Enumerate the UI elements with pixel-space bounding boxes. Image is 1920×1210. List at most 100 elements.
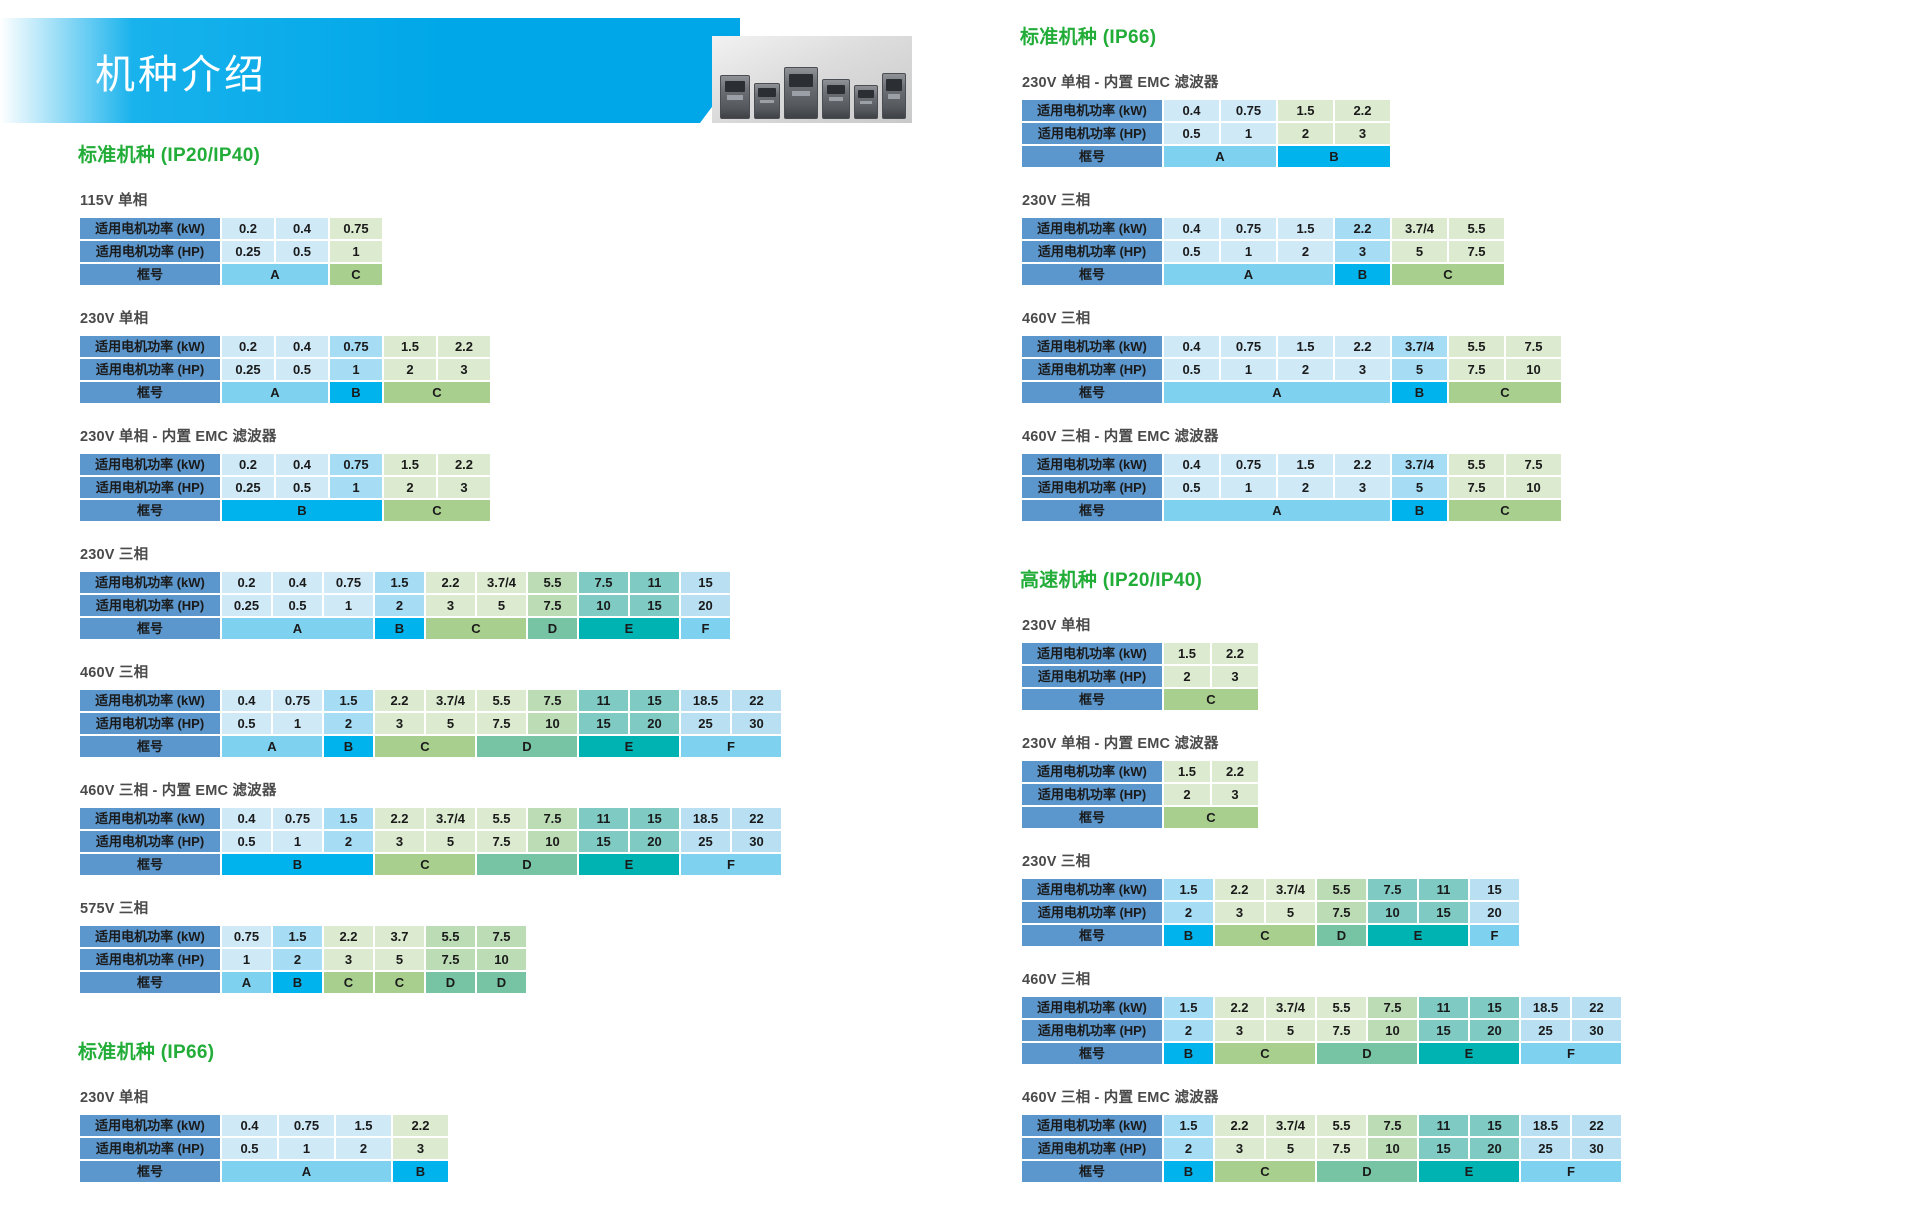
- cell-hp: 5: [1266, 1138, 1315, 1159]
- cell-kw: 0.2: [222, 218, 274, 239]
- cell-kw: 1.5: [1164, 879, 1213, 900]
- cell-kw: 11: [1419, 1115, 1468, 1136]
- cell-hp: 0.25: [222, 241, 274, 262]
- row-label-kw: 适用电机功率 (kW): [80, 336, 220, 357]
- cell-frame: E: [579, 618, 679, 639]
- cell-kw: 0.4: [1164, 336, 1219, 357]
- row-label-hp: 适用电机功率 (HP): [80, 595, 220, 616]
- caption-230v-1phase: 230V 单相: [80, 311, 149, 327]
- cell-kw: 5.5: [1449, 218, 1504, 239]
- cell-hp: 10: [1368, 1020, 1417, 1041]
- cell-hp: 7.5: [1449, 477, 1504, 498]
- row-label-kw: 适用电机功率 (kW): [80, 572, 220, 593]
- cell-hp: 2: [1164, 784, 1210, 805]
- cell-frame: E: [1419, 1043, 1519, 1064]
- cell-hp: 0.25: [222, 595, 271, 616]
- cell-hp: 20: [630, 831, 679, 852]
- cell-hp: 3: [324, 949, 373, 970]
- cell-hp: 10: [528, 831, 577, 852]
- cell-frame: D: [477, 736, 577, 757]
- cell-hp: 1: [273, 713, 322, 734]
- cell-kw: 7.5: [1368, 997, 1417, 1018]
- cell-hp: 2: [324, 831, 373, 852]
- cell-frame: C: [1449, 382, 1561, 403]
- cell-hp: 0.5: [1164, 123, 1219, 144]
- cell-kw: 22: [732, 808, 781, 829]
- cell-kw: 0.2: [222, 454, 274, 475]
- cell-kw: 18.5: [681, 808, 730, 829]
- cell-hp: 3: [1335, 241, 1390, 262]
- caption-575v-3phase: 575V 三相: [80, 901, 149, 917]
- cell-frame: A: [222, 264, 328, 285]
- cell-frame: D: [426, 972, 475, 993]
- cell-kw: 0.4: [1164, 218, 1219, 239]
- cell-kw: 7.5: [477, 926, 526, 947]
- row-label-kw: 适用电机功率 (kW): [80, 690, 220, 711]
- row-label-frame: 框号: [80, 854, 220, 875]
- cell-frame: D: [1317, 1043, 1417, 1064]
- cell-hp: 2: [384, 359, 436, 380]
- row-label-hp: 适用电机功率 (HP): [1022, 784, 1162, 805]
- cell-kw: 0.4: [222, 690, 271, 711]
- cell-hp: 10: [477, 949, 526, 970]
- cell-hp: 2: [384, 477, 436, 498]
- cell-kw: 18.5: [1521, 1115, 1570, 1136]
- cell-hp: 0.5: [222, 713, 271, 734]
- cell-frame: B: [222, 500, 382, 521]
- cell-hp: 20: [630, 713, 679, 734]
- caption-hs-230v-1phase-emc: 230V 单相 - 内置 EMC 滤波器: [1022, 736, 1219, 752]
- cell-frame: B: [273, 972, 322, 993]
- row-label-kw: 适用电机功率 (kW): [80, 808, 220, 829]
- cell-kw: 18.5: [681, 690, 730, 711]
- cell-kw: 1.5: [384, 454, 436, 475]
- cell-hp: 10: [579, 595, 628, 616]
- cell-hp: 20: [681, 595, 730, 616]
- cell-hp: 2: [273, 949, 322, 970]
- cell-frame: D: [477, 972, 526, 993]
- cell-hp: 0.25: [222, 477, 274, 498]
- cell-frame: A: [222, 972, 271, 993]
- cell-hp: 5: [426, 831, 475, 852]
- cell-frame: C: [375, 736, 475, 757]
- cell-kw: 3.7/4: [1392, 336, 1447, 357]
- cell-frame: E: [579, 854, 679, 875]
- row-label-kw: 适用电机功率 (kW): [1022, 336, 1162, 357]
- cell-frame: C: [330, 264, 382, 285]
- cell-hp: 30: [1572, 1138, 1621, 1159]
- cell-frame: B: [1164, 1161, 1213, 1182]
- row-label-kw: 适用电机功率 (kW): [1022, 218, 1162, 239]
- caption-r-460v-3phase-emc: 460V 三相 - 内置 EMC 滤波器: [1022, 429, 1219, 445]
- cell-frame: F: [681, 618, 730, 639]
- cell-hp: 7.5: [426, 949, 475, 970]
- cell-hp: 1: [330, 241, 382, 262]
- cell-kw: 2.2: [1215, 997, 1264, 1018]
- row-label-hp: 适用电机功率 (HP): [1022, 1020, 1162, 1041]
- row-label-frame: 框号: [1022, 807, 1162, 828]
- cell-kw: 15: [1470, 1115, 1519, 1136]
- cell-kw: 3.7/4: [1266, 1115, 1315, 1136]
- cell-kw: 2.2: [426, 572, 475, 593]
- cell-kw: 0.75: [222, 926, 271, 947]
- cell-hp: 1: [1221, 477, 1276, 498]
